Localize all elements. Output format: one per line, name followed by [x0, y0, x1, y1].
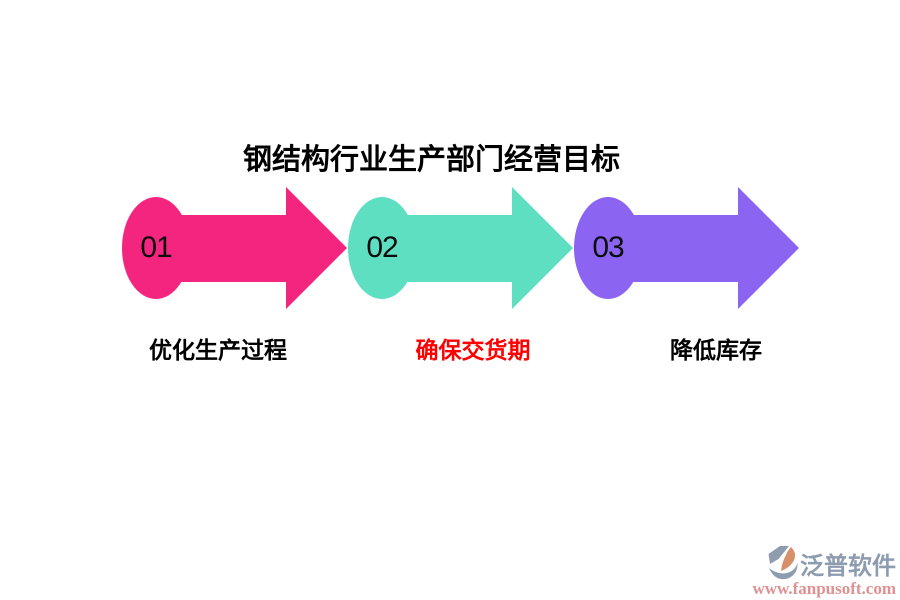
- watermark-brand-text: 泛普软件: [800, 552, 896, 580]
- logo-orange-leaf: [781, 547, 796, 571]
- step-label-1: 优化生产过程: [149, 337, 287, 363]
- watermark-brand-row: 泛普软件: [768, 545, 896, 581]
- arrow-shape-2: [348, 187, 573, 309]
- watermark-url: www.fanpusoft.com: [752, 579, 896, 598]
- logo-grey-swoosh: [769, 563, 798, 580]
- diagram-title: 钢结构行业生产部门经营目标: [242, 144, 620, 176]
- step-number-1: 01: [140, 231, 172, 264]
- arrow-head: [738, 187, 799, 309]
- fanpu-logo-icon: [768, 546, 798, 580]
- step-label-3: 降低库存: [670, 337, 762, 363]
- step-arrow-1: 01: [122, 186, 347, 310]
- arrow-shape-3: [574, 187, 799, 309]
- arrow-shape-1: [122, 187, 347, 309]
- step-circle: [574, 197, 642, 299]
- arrow-head: [512, 187, 573, 309]
- step-number-2: 02: [366, 231, 398, 264]
- step-number-3: 03: [592, 231, 624, 264]
- logo-grey-facet: [768, 546, 789, 564]
- step-circle: [348, 197, 416, 299]
- step-arrow-2: 02: [348, 186, 573, 310]
- step-arrow-3: 03: [574, 186, 799, 310]
- step-circle: [122, 197, 190, 299]
- arrow-head: [286, 187, 347, 309]
- step-label-2: 确保交货期: [415, 337, 531, 363]
- watermark: 泛普软件 www.fanpusoft.com: [752, 545, 896, 597]
